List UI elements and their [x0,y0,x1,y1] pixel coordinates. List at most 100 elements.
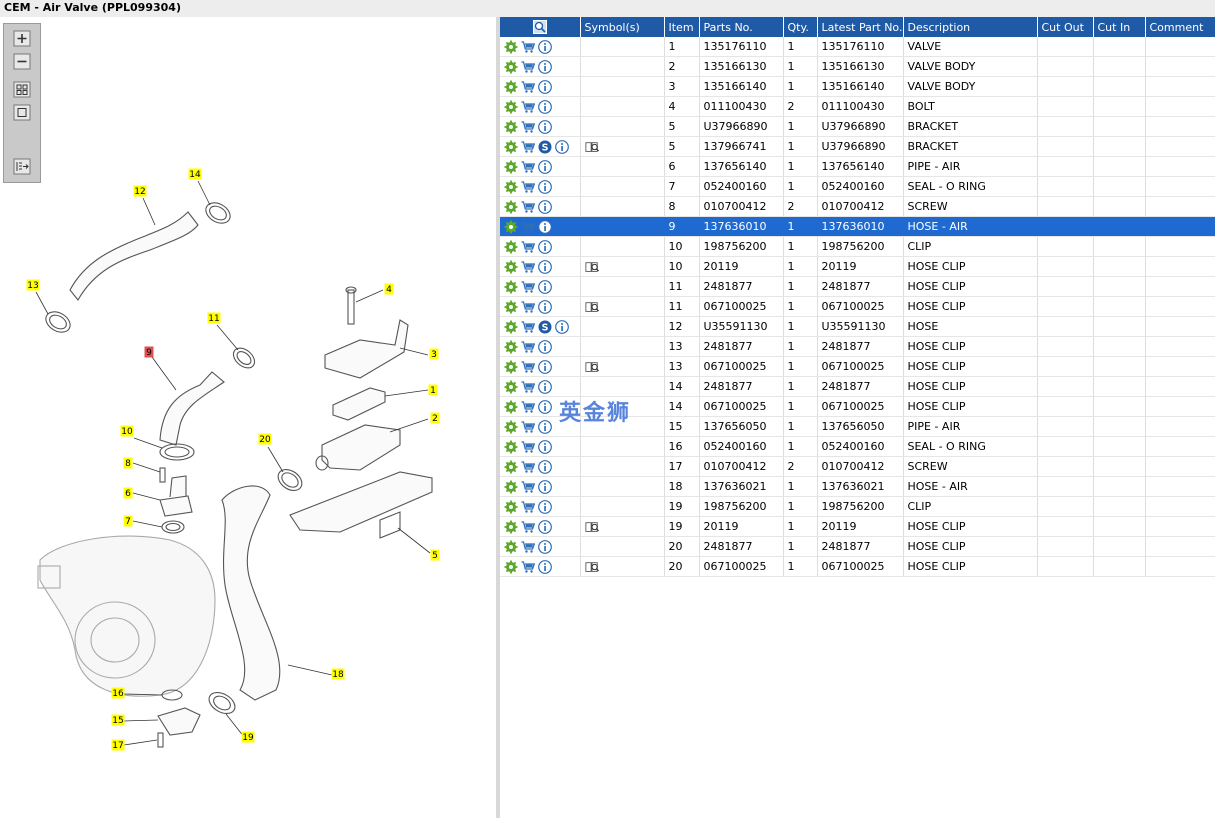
callout-3[interactable]: 3 [429,348,439,361]
info-icon[interactable] [538,179,552,194]
cart-icon[interactable] [521,460,535,474]
info-icon[interactable] [538,219,552,234]
info-icon[interactable] [538,519,552,534]
column-header-comment[interactable]: Comment [1145,17,1215,37]
gear-icon[interactable] [504,40,518,54]
gear-icon[interactable] [504,160,518,174]
column-header-latest-part-no[interactable]: Latest Part No. [817,17,904,37]
gear-icon[interactable] [504,500,518,514]
info-icon[interactable] [538,539,552,554]
info-icon[interactable] [538,299,552,314]
gear-icon[interactable] [504,560,518,574]
callout-10[interactable]: 10 [120,425,134,438]
cart-icon[interactable] [521,260,535,274]
info-icon[interactable] [538,419,552,434]
info-icon[interactable] [538,439,552,454]
gear-icon[interactable] [504,60,518,74]
catalogue-lookup-icon[interactable] [584,140,601,154]
gear-icon[interactable] [504,520,518,534]
info-icon[interactable] [538,559,552,574]
callout-6[interactable]: 6 [123,487,133,500]
gear-icon[interactable] [504,360,518,374]
callout-13[interactable]: 13 [26,279,40,292]
cart-icon[interactable] [521,160,535,174]
info-icon[interactable] [538,59,552,74]
callout-11[interactable]: 11 [207,312,221,325]
info-icon[interactable] [538,99,552,114]
gear-icon[interactable] [504,80,518,94]
cart-icon[interactable] [521,60,535,74]
search-parts-icon[interactable] [532,20,547,34]
callout-17[interactable]: 17 [111,739,125,752]
cart-icon[interactable] [521,140,535,154]
toggle-list-icon[interactable] [13,158,31,175]
info-icon[interactable] [538,239,552,254]
gear-icon[interactable] [504,380,518,394]
info-icon[interactable] [538,499,552,514]
gear-icon[interactable] [504,280,518,294]
cart-icon[interactable] [521,420,535,434]
cart-icon[interactable] [521,440,535,454]
cart-icon[interactable] [521,560,535,574]
cart-icon[interactable] [521,40,535,54]
info-icon[interactable] [538,39,552,54]
info-icon[interactable] [538,479,552,494]
gear-icon[interactable] [504,260,518,274]
column-header-cut-out[interactable]: Cut Out [1037,17,1094,37]
fit-all-icon[interactable] [13,81,31,98]
callout-16[interactable]: 16 [111,687,125,700]
cart-icon[interactable] [521,540,535,554]
callout-19[interactable]: 19 [241,731,255,744]
info-icon[interactable] [555,139,569,154]
callout-12[interactable]: 12 [133,185,147,198]
cart-icon[interactable] [521,120,535,134]
gear-icon[interactable] [504,340,518,354]
gear-icon[interactable] [504,460,518,474]
callout-14[interactable]: 14 [188,168,202,181]
cart-icon[interactable] [521,280,535,294]
column-header-parts-no[interactable]: Parts No. [699,17,784,37]
callout-2[interactable]: 2 [430,412,440,425]
column-header-cut-in[interactable]: Cut In [1093,17,1146,37]
info-icon[interactable] [538,259,552,274]
callout-1[interactable]: 1 [428,384,438,397]
cart-icon[interactable] [521,520,535,534]
info-icon[interactable] [538,159,552,174]
column-header-symbols[interactable]: Symbol(s) [580,17,665,37]
cart-icon[interactable] [521,220,535,234]
pane-splitter[interactable] [496,17,500,818]
callout-4[interactable]: 4 [384,283,394,296]
info-icon[interactable] [538,199,552,214]
gear-icon[interactable] [504,140,518,154]
callout-5[interactable]: 5 [430,549,440,562]
column-header-qty[interactable]: Qty. [783,17,818,37]
gear-icon[interactable] [504,120,518,134]
cart-icon[interactable] [521,300,535,314]
catalogue-lookup-icon[interactable] [584,360,601,374]
info-icon[interactable] [555,319,569,334]
info-icon[interactable] [538,119,552,134]
info-icon[interactable] [538,459,552,474]
supersession-s-icon[interactable]: S [538,140,552,154]
gear-icon[interactable] [504,240,518,254]
cart-icon[interactable] [521,380,535,394]
